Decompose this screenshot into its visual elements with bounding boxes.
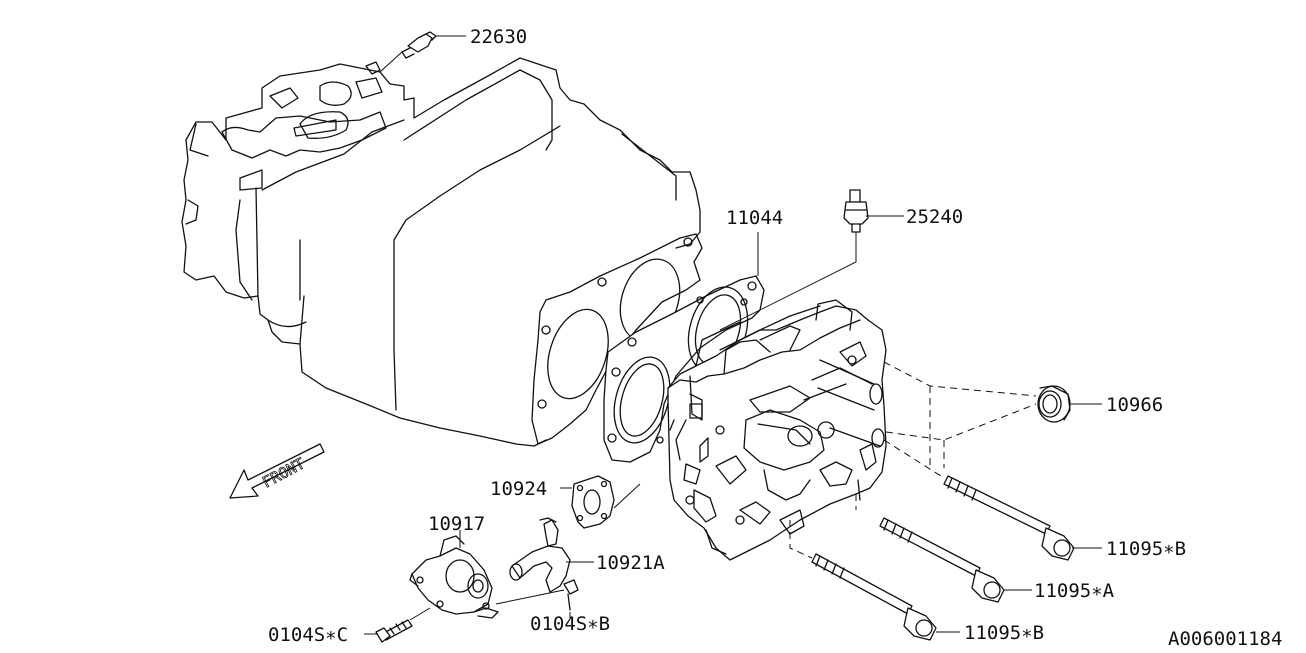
label-10924: 10924	[490, 478, 547, 500]
oil-seal-10966	[883, 361, 1071, 470]
label-10917: 10917	[428, 513, 485, 535]
knock-sensor-22630	[365, 31, 437, 75]
front-arrow-icon: FRONT	[229, 443, 325, 499]
gasket-10924	[571, 475, 641, 529]
label-10921A: 10921A	[596, 552, 665, 574]
label-25240: 25240	[906, 206, 963, 228]
engine-block	[181, 57, 701, 447]
label-10966: 10966	[1106, 394, 1163, 416]
label-11095-A: 11095∗A	[1034, 580, 1115, 602]
housing-10917	[409, 530, 499, 619]
label-11095-B-lower: 11095∗B	[964, 622, 1044, 644]
leader-lines	[436, 35, 1102, 489]
diagram-id: A006001184	[1168, 628, 1282, 650]
bolt-0104S-B	[495, 579, 579, 618]
temp-sensor-25240	[719, 189, 869, 331]
label-11095-B-upper: 11095∗B	[1106, 538, 1186, 560]
front-label: FRONT	[259, 454, 307, 491]
label-11044: 11044	[726, 207, 783, 229]
head-bolt-11095-A	[879, 517, 1032, 603]
cylinder-head	[667, 299, 887, 561]
head-bolt-11095-B-lower	[789, 494, 960, 641]
hose-10921A	[509, 517, 594, 593]
bolt-0104S-C	[364, 607, 431, 643]
label-0104S-B: 0104S∗B	[530, 613, 610, 635]
head-gasket-left	[531, 233, 703, 445]
label-0104S-C: 0104S∗C	[268, 624, 348, 646]
head-bolt-11095-B-upper	[883, 439, 1102, 561]
label-22630: 22630	[470, 26, 527, 48]
part-labels: 22630 11044 25240 10966 10924 10917 1092…	[268, 26, 1282, 650]
